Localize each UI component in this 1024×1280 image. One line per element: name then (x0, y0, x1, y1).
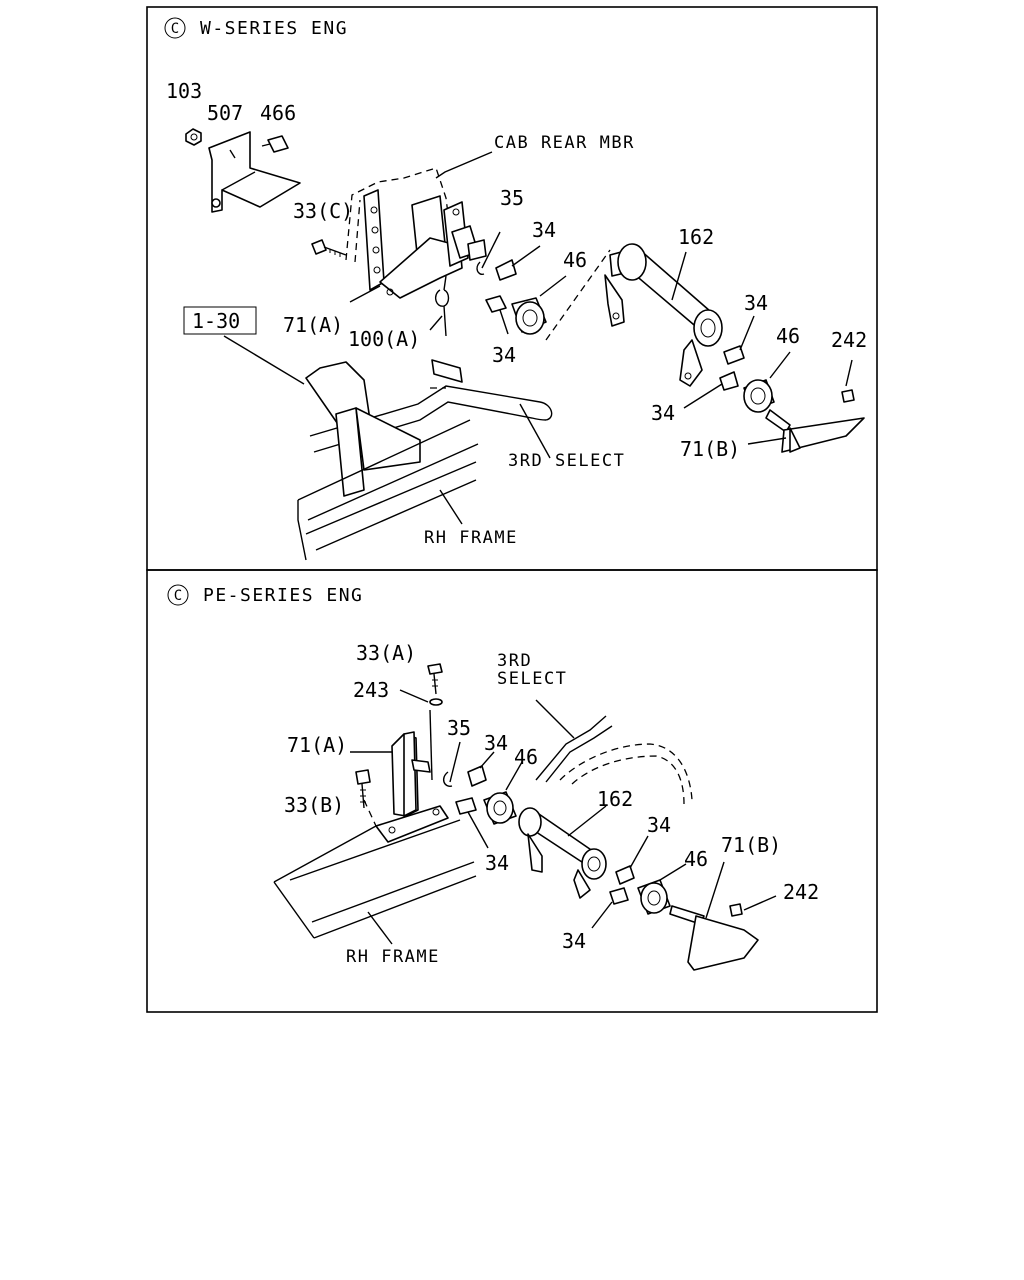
axis-leader-upper (545, 249, 611, 341)
callout-162: 162 (678, 225, 714, 249)
callout-71a: 71(A) (287, 733, 347, 757)
callout-242: 242 (783, 880, 819, 904)
bolt-33c-drawing (311, 239, 347, 257)
bushing-group-lower-drawing (683, 315, 865, 453)
callout-46-right: 46 (684, 847, 708, 871)
bushing-group-upper-drawing (476, 231, 567, 335)
panel-w-series-border (146, 6, 878, 571)
caption-cab-rear-mbr: CAB REAR MBR (494, 133, 635, 153)
callout-46-left: 46 (514, 745, 538, 769)
callout-35: 35 (447, 716, 471, 740)
callout-46-right: 46 (776, 324, 800, 348)
circle-c-symbol (167, 584, 189, 606)
ref-box-1-30-text: 1-30 (192, 309, 240, 333)
callout-507: 507 (207, 101, 243, 125)
panel-w-series-labels: 103 507 466 CAB REAR MBR 35 33(C) 34 162… (166, 79, 867, 548)
callout-34-bottom: 34 (651, 401, 675, 425)
callout-34-right: 34 (744, 291, 768, 315)
bracket-1-30-drawing (223, 335, 421, 497)
circle-c-letter: C (171, 21, 179, 37)
caption-3rd: 3RD (497, 651, 532, 671)
callout-71a: 71(A) (283, 313, 343, 337)
callout-34-lower: 34 (485, 851, 509, 875)
callout-34-right: 34 (647, 813, 671, 837)
callout-100a: 100(A) (348, 327, 420, 351)
panel-w-series-heading: C W-SERIES ENG (164, 17, 348, 39)
caption-rh-frame: RH FRAME (424, 528, 518, 548)
callout-34-upper: 34 (532, 218, 556, 242)
callout-466: 466 (260, 101, 296, 125)
callout-162: 162 (597, 787, 633, 811)
caption-rh-frame: RH FRAME (346, 947, 440, 967)
callout-35: 35 (500, 186, 524, 210)
callout-33c: 33(C) (293, 199, 353, 223)
bracket-71a-drawing (349, 201, 487, 303)
panel-w-series: C W-SERIES ENG (146, 6, 878, 571)
shift-rod-3rd-select-lower-drawing (535, 699, 693, 805)
panel-w-series-title: W-SERIES ENG (200, 18, 348, 39)
callout-46-upper: 46 (563, 248, 587, 272)
callout-71b: 71(B) (721, 833, 781, 857)
panel-pe-series-heading: C PE-SERIES ENG (167, 584, 363, 606)
caption-select: SELECT (497, 669, 567, 689)
shift-rod-3rd-select-drawing (309, 359, 553, 459)
callout-34-upper: 34 (484, 731, 508, 755)
rh-frame-upper-drawing (297, 419, 479, 561)
callout-33b: 33(B) (284, 793, 344, 817)
rh-frame-lower-drawing (273, 819, 477, 945)
shaft-162-drawing (604, 243, 723, 387)
callout-242: 242 (831, 328, 867, 352)
callout-33a: 33(A) (356, 641, 416, 665)
panel-pe-series-border (146, 569, 878, 1013)
bolt-33a-drawing (399, 663, 443, 781)
panel-pe-series-labels: 33(A) 3RD SELECT 243 35 34 71(A) 46 33(B… (284, 641, 819, 967)
bushing-group-right-drawing (591, 835, 777, 971)
circle-c-letter: C (174, 588, 182, 604)
ref-box-1-30 (183, 306, 257, 335)
pin-100a-drawing (429, 275, 450, 337)
callout-103: 103 (166, 79, 202, 103)
bracket-507-drawing (185, 128, 301, 213)
caption-3rd-select: 3RD SELECT (508, 451, 625, 471)
bracket-71a-lower-drawing (350, 731, 449, 843)
panel-pe-series: C PE-SERIES ENG (146, 569, 878, 1013)
callout-71b: 71(B) (680, 437, 740, 461)
callout-34-lower: 34 (492, 343, 516, 367)
shaft-162-lower-drawing (518, 805, 607, 899)
callout-243: 243 (353, 678, 389, 702)
callout-34-bottom: 34 (562, 929, 586, 953)
bolt-33b-drawing (355, 769, 371, 809)
circle-c-symbol (164, 17, 186, 39)
bushing-group-left-drawing (442, 741, 523, 849)
panel-pe-series-title: PE-SERIES ENG (203, 585, 363, 606)
